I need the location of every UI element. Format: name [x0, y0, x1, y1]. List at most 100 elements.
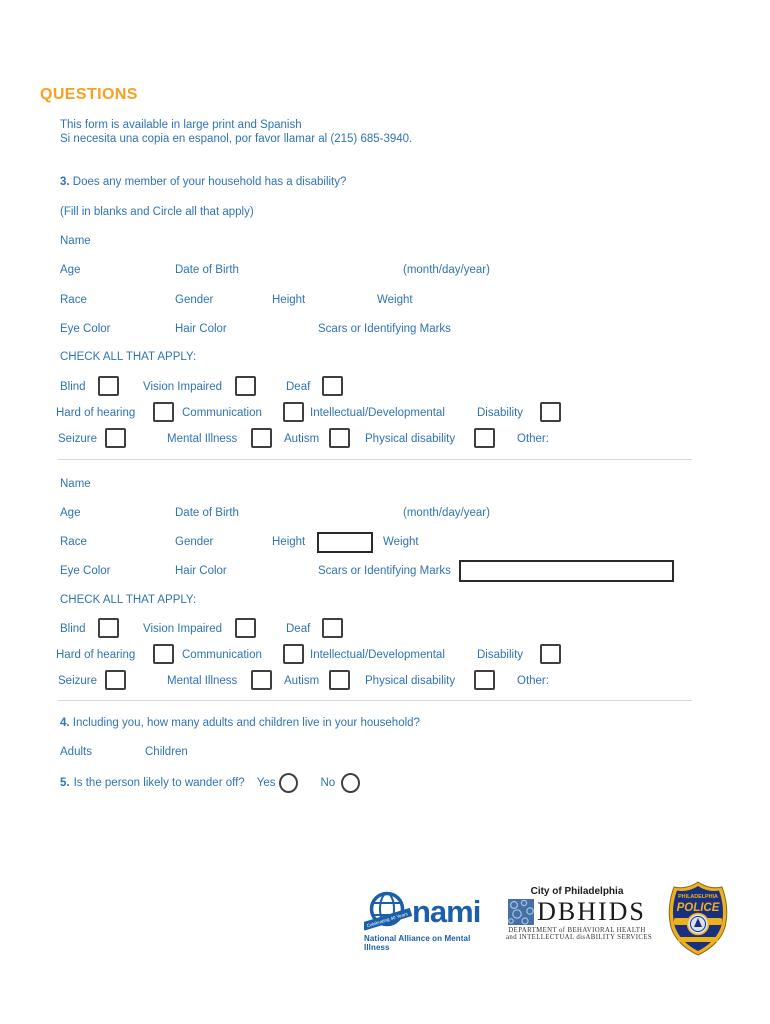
age-label: Age [60, 507, 81, 519]
hard-of-hearing-label: Hard of hearing [56, 649, 136, 661]
section-divider [58, 700, 692, 701]
race-label: Race [60, 536, 87, 548]
radio-no[interactable] [341, 773, 361, 793]
eye-color-label: Eye Color [60, 565, 111, 577]
checkbox-blind-2[interactable] [98, 618, 119, 638]
age-label: Age [60, 264, 81, 276]
vision-impaired-label: Vision Impaired [143, 623, 223, 635]
person2-eye-row: Eye Color Hair Color Scars or Identifyin… [60, 560, 674, 582]
checkbox-intellectual-disability-2[interactable] [540, 644, 561, 664]
question-3-number: 3. [60, 176, 70, 188]
household-counts-row: Adults Children [60, 746, 188, 758]
question-4-number: 4. [60, 717, 70, 729]
person2-race-row: Race Gender Height Weight [60, 531, 419, 553]
physical-disability-label: Physical disability [365, 675, 456, 687]
weight-label: Weight [383, 536, 419, 548]
autism-label: Autism [284, 675, 320, 687]
intro-line1: This form is available in large print an… [60, 119, 302, 131]
hard-of-hearing-label: Hard of hearing [56, 407, 136, 419]
checkbox-autism-2[interactable] [329, 670, 350, 690]
dbhids-city-text: City of Philadelphia [530, 886, 624, 897]
police-city-text: PHILADELPHIA [678, 894, 718, 900]
dbhids-square-icon [508, 899, 535, 925]
scars-input[interactable] [458, 560, 674, 582]
nami-tagline: National Alliance on Mental Illness [364, 934, 471, 952]
gender-label: Gender [175, 294, 214, 306]
disability-label: Disability [477, 649, 524, 661]
dbhids-dept-line1: DEPARTMENT of BEHAVIORAL HEALTH [508, 927, 646, 934]
scars-label: Scars or Identifying Marks [318, 565, 451, 577]
checkbox-deaf[interactable] [322, 376, 343, 396]
yes-label: Yes [256, 777, 276, 789]
other-label: Other: [517, 433, 549, 445]
question-4: 4. Including you, how many adults and ch… [60, 717, 420, 729]
height-label: Height [272, 294, 306, 306]
question-3-text: Does any member of your household has a … [72, 176, 347, 188]
adults-label: Adults [60, 746, 92, 758]
checkbox-hard-of-hearing-2[interactable] [153, 644, 174, 664]
checkbox-seizure[interactable] [105, 428, 126, 448]
vision-impaired-label: Vision Impaired [143, 381, 223, 393]
question-3-instruction: (Fill in blanks and Circle all that appl… [60, 206, 254, 218]
dob-label: Date of Birth [175, 507, 239, 519]
blind-label: Blind [60, 623, 86, 635]
children-label: Children [145, 746, 188, 758]
scars-label: Scars or Identifying Marks [318, 323, 451, 335]
radio-yes[interactable] [279, 773, 299, 793]
mental-illness-label: Mental Illness [167, 433, 238, 445]
hair-color-label: Hair Color [175, 323, 227, 335]
checkbox-communication-2[interactable] [283, 644, 304, 664]
checkbox-mental-illness[interactable] [251, 428, 272, 448]
deaf-label: Deaf [286, 381, 311, 393]
question-5-number: 5. [60, 777, 70, 789]
communication-label: Communication [182, 407, 262, 419]
checkbox-vision-impaired[interactable] [235, 376, 256, 396]
gender-label: Gender [175, 536, 214, 548]
communication-label: Communication [182, 649, 262, 661]
checkbox-physical-disability-2[interactable] [474, 670, 495, 690]
person1-eye-row: Eye Color Hair Color Scars or Identifyin… [60, 323, 451, 335]
mental-illness-label: Mental Illness [167, 675, 238, 687]
deaf-label: Deaf [286, 623, 311, 635]
height-input[interactable] [317, 531, 373, 553]
disability-label: Disability [477, 407, 524, 419]
hair-color-label: Hair Color [175, 565, 227, 577]
checkbox-physical-disability[interactable] [474, 428, 495, 448]
autism-label: Autism [284, 433, 320, 445]
checkbox-seizure-2[interactable] [105, 670, 126, 690]
dbhids-wordmark: DBHIDS [537, 897, 646, 926]
other-label: Other: [517, 675, 549, 687]
person2-name-label: Name [60, 478, 91, 490]
nami-globe-icon: Celebrating 40 Years [364, 891, 412, 931]
checkbox-hard-of-hearing[interactable] [153, 402, 174, 422]
person1-name-label: Name [60, 235, 91, 247]
nami-logo: Celebrating 40 Years nami National Allia… [364, 890, 492, 952]
checkbox-vision-impaired-2[interactable] [235, 618, 256, 638]
physical-disability-label: Physical disability [365, 433, 456, 445]
dbhids-logo: City of Philadelphia DBHIDS DEPARTMENT o… [506, 886, 652, 941]
seizure-label: Seizure [58, 433, 97, 445]
police-badge-icon: PHILADELPHIA POLICE [668, 881, 728, 956]
dob-label: Date of Birth [175, 264, 239, 276]
person2-age-row: Age Date of Birth (month/day/year) [60, 507, 490, 519]
person1-age-row: Age Date of Birth (month/day/year) [60, 264, 490, 276]
nami-wordmark: nami [412, 893, 481, 929]
checkbox-deaf-2[interactable] [322, 618, 343, 638]
question-4-text: Including you, how many adults and child… [72, 717, 420, 729]
checkbox-mental-illness-2[interactable] [251, 670, 272, 690]
question-5-row: 5. Is the person likely to wander off? Y… [60, 772, 361, 794]
checkbox-intellectual-disability[interactable] [540, 402, 561, 422]
person1-race-row: Race Gender Height Weight [60, 294, 413, 306]
person2-check-heading: CHECK ALL THAT APPLY: [60, 594, 197, 606]
intellectual-developmental-label: Intellectual/Developmental [310, 407, 445, 419]
question-3: 3. Does any member of your household has… [60, 176, 346, 188]
checkbox-autism[interactable] [329, 428, 350, 448]
no-label: No [320, 777, 336, 789]
race-label: Race [60, 294, 87, 306]
checkbox-communication[interactable] [283, 402, 304, 422]
blind-label: Blind [60, 381, 86, 393]
intellectual-developmental-label: Intellectual/Developmental [310, 649, 445, 661]
police-label-text: POLICE [677, 902, 720, 914]
checkbox-blind[interactable] [98, 376, 119, 396]
